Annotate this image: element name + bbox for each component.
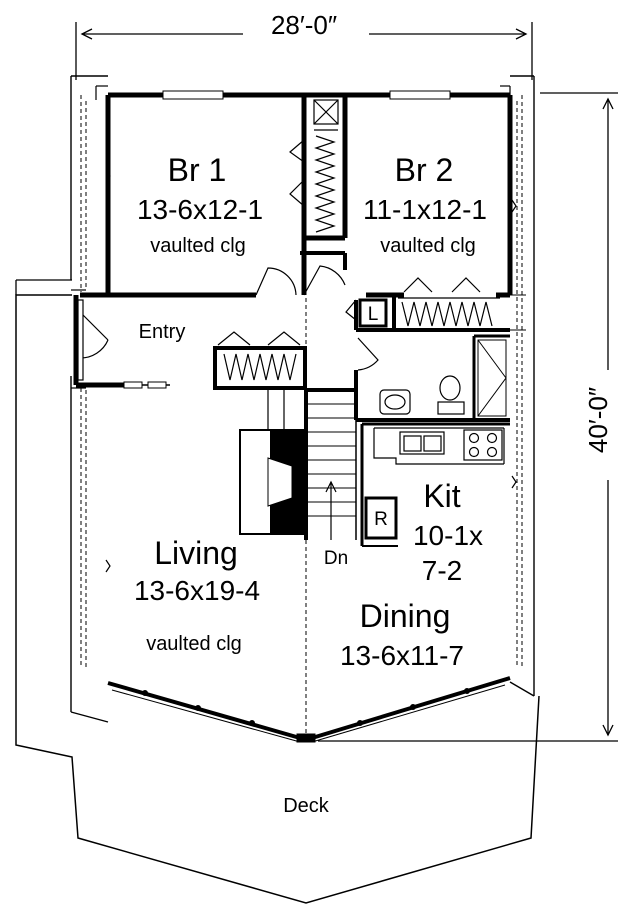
br1-note: vaulted clg [150, 235, 246, 257]
living-name: Living [154, 535, 238, 571]
linen-closet [358, 298, 388, 328]
fireplace [239, 390, 307, 535]
entry-door[interactable] [77, 299, 109, 381]
refrigerator [364, 496, 398, 540]
dining-size: 13-6x11-7 [340, 640, 464, 671]
kitchen-sink [399, 431, 445, 455]
living-note: vaulted clg [146, 633, 242, 655]
br1-size: 13-6x12-1 [137, 194, 263, 225]
depth-label: 40′-0″ [583, 387, 613, 453]
bath-door[interactable] [345, 299, 379, 371]
sink [379, 389, 411, 415]
room-entry: Entry [139, 321, 186, 343]
bath-walls [354, 295, 510, 422]
room-living: Living 13-6x19-4 vaulted clg [134, 535, 260, 655]
deck-name: Deck [283, 795, 330, 817]
room-dining: Dining 13-6x11-7 [340, 598, 464, 671]
shower [477, 339, 507, 417]
front-glazed-wall [107, 676, 511, 743]
br2-note: vaulted clg [380, 235, 476, 257]
hall-closet [213, 331, 307, 390]
br2-size: 11-1x12-1 [363, 194, 487, 225]
bedroom-partitions [300, 95, 348, 295]
top-windows [162, 90, 451, 100]
kitchen-size-line1: 10-1x [413, 520, 483, 551]
refrigerator-label: R [374, 509, 388, 530]
living-size: 13-6x19-4 [134, 575, 260, 606]
room-br2: Br 2 11-1x12-1 vaulted clg [363, 152, 487, 257]
toilet [437, 375, 465, 415]
br1-name: Br 1 [168, 152, 227, 188]
entry-sidelight-2 [147, 381, 167, 389]
depth-label-bg [590, 370, 625, 480]
entry-sidelight [123, 381, 143, 389]
kitchen-counter [360, 422, 510, 546]
width-label-bg [243, 10, 369, 40]
roof-eave-lines [70, 75, 535, 723]
bedroom-doors [255, 265, 346, 296]
kitchen-size-line2: 7-2 [422, 555, 462, 586]
entry-name: Entry [139, 321, 186, 343]
deck-outline [15, 294, 540, 904]
linen-label: L [368, 304, 379, 325]
upper-closet [398, 277, 526, 331]
wall-ticks [105, 169, 517, 573]
room-br1: Br 1 13-6x12-1 vaulted clg [137, 152, 263, 257]
dining-name: Dining [360, 598, 451, 634]
range [463, 429, 503, 461]
width-label: 28′-0″ [271, 10, 337, 40]
kitchen-name: Kit [423, 478, 460, 514]
room-kitchen: Kit 10-1x 7-2 [413, 478, 483, 586]
closet-br1 [289, 99, 339, 233]
br2-name: Br 2 [395, 152, 454, 188]
area-deck: Deck [283, 795, 330, 817]
stair [304, 388, 357, 540]
wall-dashed-lines [80, 95, 523, 735]
stair-direction-label: Dn [324, 548, 348, 569]
